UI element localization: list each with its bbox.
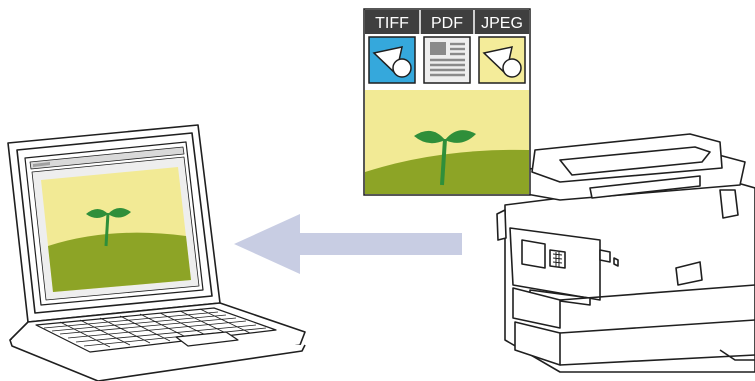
laptop-icon — [7, 124, 306, 381]
sprout-photo-icon — [365, 90, 529, 194]
printer-icon — [496, 133, 755, 373]
format-label-pdf: PDF — [431, 15, 463, 32]
left-arrow-icon — [234, 214, 462, 274]
jpeg-image-icon — [478, 36, 526, 84]
format-bar — [365, 10, 529, 34]
format-label-jpeg: JPEG — [481, 15, 523, 32]
scanned-document-card: TIFF PDF JPEG — [363, 8, 531, 196]
format-label-tiff: TIFF — [375, 15, 409, 32]
tiff-image-icon — [368, 36, 416, 84]
pdf-document-icon — [423, 36, 471, 84]
